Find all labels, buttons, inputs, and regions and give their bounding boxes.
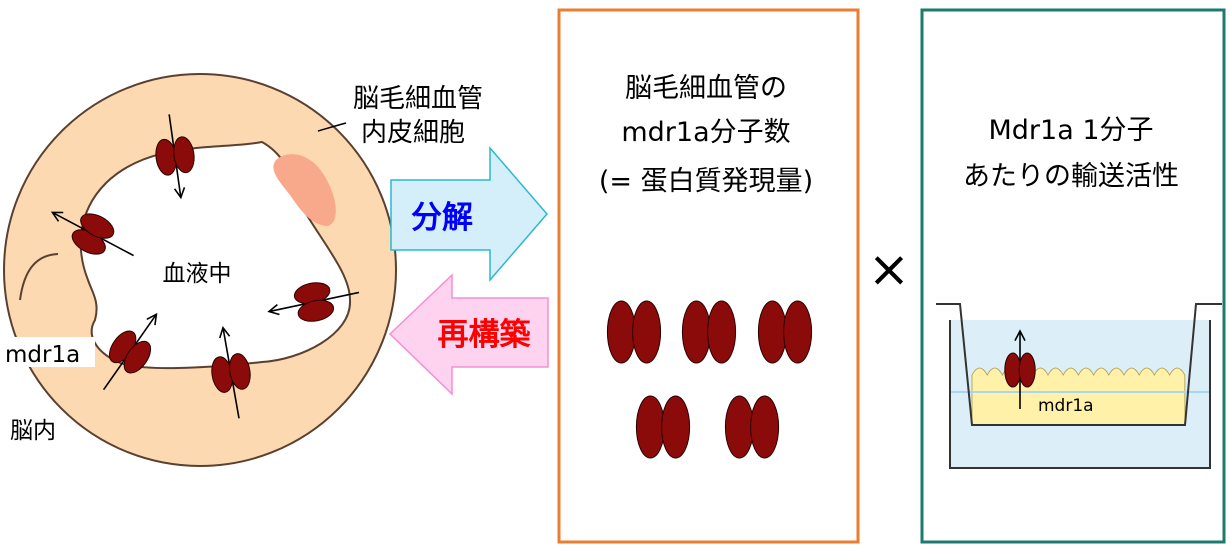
transporter-lobe bbox=[707, 300, 737, 364]
transporter-lobe bbox=[661, 395, 691, 459]
transporter-lobe bbox=[750, 395, 780, 459]
endothelial-title-line1: 脳毛細血管 bbox=[353, 84, 483, 114]
endothelial-nucleus bbox=[273, 154, 336, 226]
molecule-count-frame bbox=[557, 8, 860, 544]
mdr1a-transporter bbox=[681, 300, 737, 364]
callout-line bbox=[317, 122, 347, 132]
blood-lumen-label: 血液中 bbox=[163, 261, 232, 287]
transporter-lobe bbox=[681, 300, 711, 364]
transport-activity-box: Mdr1a 1分子 あたりの輸送活性 mdr1a bbox=[920, 8, 1226, 544]
reconstruct-arrow-shape bbox=[388, 273, 549, 396]
transporter-lobe bbox=[1004, 352, 1022, 388]
reconstruct-arrow: 再構築 bbox=[388, 273, 549, 396]
mdr1a-transporter bbox=[211, 325, 251, 419]
mdr1a-transporter bbox=[267, 282, 360, 322]
transporter-lobe bbox=[1018, 352, 1036, 388]
arrow-head bbox=[218, 325, 231, 339]
mdr1a-transporter bbox=[724, 395, 780, 459]
transporter-lobe bbox=[606, 300, 636, 364]
mdr1a-transporter bbox=[50, 211, 134, 257]
right-box-line2: あたりの輸送活性 bbox=[963, 161, 1179, 192]
arrow-head bbox=[146, 312, 158, 326]
mdr1a-transporter bbox=[102, 312, 158, 391]
transporter-lobe bbox=[80, 213, 115, 239]
center-box-line1: 脳毛細血管の bbox=[625, 73, 787, 104]
mdr1a-transporter bbox=[635, 395, 691, 459]
multiply-sign: × bbox=[868, 240, 910, 298]
arrow-head bbox=[173, 187, 186, 200]
right-box-line1: Mdr1a 1分子 bbox=[988, 115, 1153, 146]
transporter-lobe bbox=[635, 395, 665, 459]
transwell-assay: mdr1a bbox=[936, 303, 1222, 469]
brain-label: 脳内 bbox=[10, 418, 56, 444]
arrow-head bbox=[1014, 329, 1026, 341]
endothelial-title-line2: 内皮細胞 bbox=[361, 118, 465, 148]
mdr1a-transporter bbox=[757, 300, 813, 364]
mdr1a-transporter bbox=[155, 114, 195, 200]
reconstruct-label: 再構築 bbox=[438, 317, 532, 353]
well-transporter bbox=[1004, 329, 1036, 409]
transporter-lobe bbox=[229, 353, 251, 390]
blood-lumen bbox=[79, 140, 352, 370]
transporter-lobe bbox=[783, 300, 813, 364]
mdr1a-label: mdr1a bbox=[5, 342, 80, 368]
counted-transporters bbox=[606, 300, 813, 459]
capillary-cross-section bbox=[3, 73, 397, 467]
decompose-label: 分解 bbox=[411, 200, 473, 236]
transporter-lobe bbox=[173, 136, 195, 174]
mdr1a-transporter bbox=[1004, 329, 1036, 409]
decompose-arrow: 分解 bbox=[390, 145, 548, 283]
decompose-arrow-shape bbox=[390, 145, 548, 283]
center-box-line3: (= 蛋白質発現量) bbox=[599, 166, 813, 197]
center-box-line2: mdr1a分子数 bbox=[621, 117, 790, 148]
ring-transporters bbox=[50, 114, 360, 419]
transporter-lobe bbox=[297, 299, 335, 322]
transporter-lobe bbox=[757, 300, 787, 364]
arrow-head bbox=[267, 304, 280, 316]
transporter-lobe bbox=[724, 395, 754, 459]
transwell-insert bbox=[936, 303, 1222, 426]
cell-junction-line bbox=[19, 253, 59, 301]
transporter-lobe bbox=[632, 300, 662, 364]
molecule-count-box: 脳毛細血管の mdr1a分子数 (= 蛋白質発現量) bbox=[557, 8, 860, 544]
mdr1a-transporter bbox=[606, 300, 662, 364]
well-mdr1a-label: mdr1a bbox=[1038, 396, 1094, 416]
transwell-outer bbox=[949, 320, 1211, 469]
mdr1a-label-bg bbox=[3, 337, 95, 367]
transporter-lobe bbox=[123, 340, 152, 374]
arrow-head bbox=[50, 211, 64, 222]
